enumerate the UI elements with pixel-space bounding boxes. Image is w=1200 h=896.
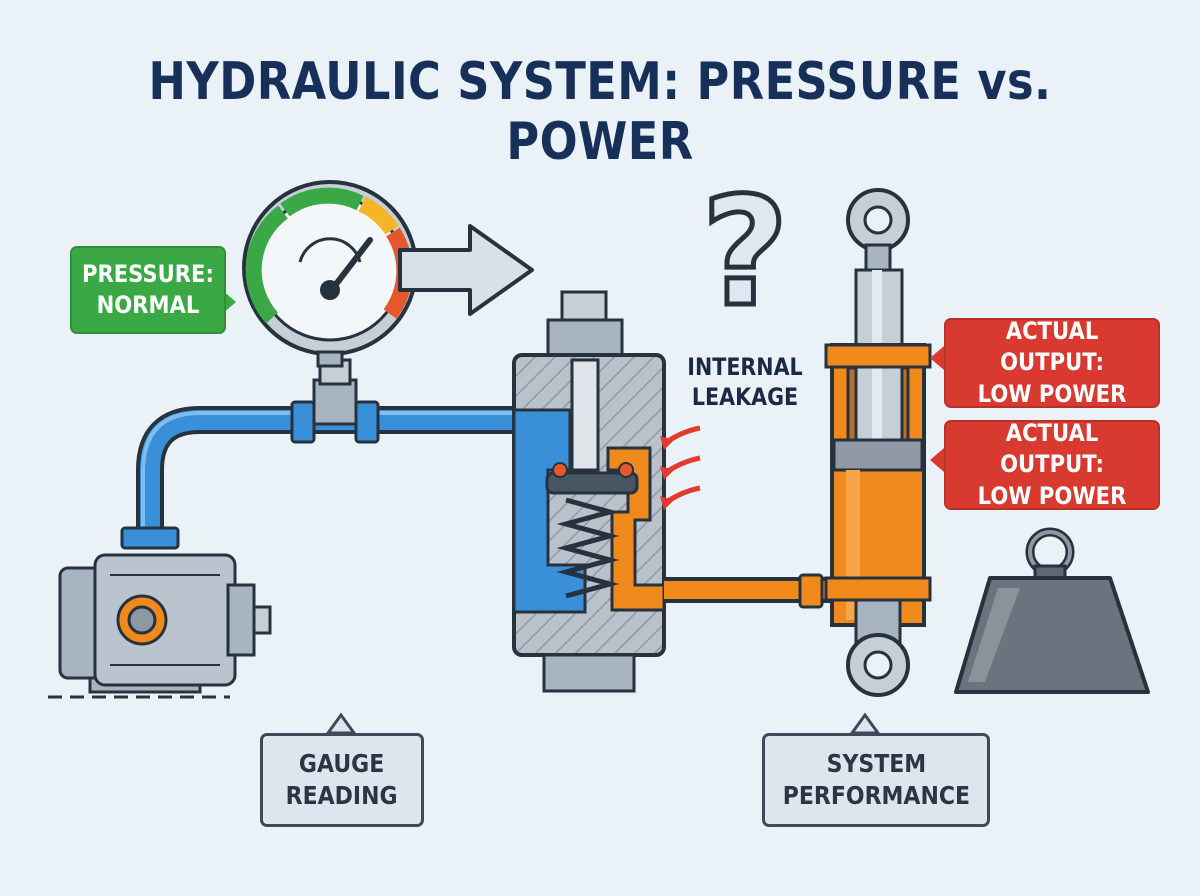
supply-pipe (120, 358, 540, 550)
system-caption-line2: PERFORMANCE (782, 781, 970, 810)
output2-line1: ACTUAL OUTPUT: (1000, 419, 1104, 479)
relief-valve-icon (512, 290, 666, 693)
page-title: HYDRAULIC SYSTEM: PRESSURE vs. POWER (148, 52, 1052, 172)
leakage-line1: INTERNAL (687, 353, 803, 381)
output1-line1: ACTUAL OUTPUT: (1000, 317, 1104, 377)
hydraulic-cylinder-icon (824, 188, 932, 697)
output2-line2: LOW POWER (977, 481, 1127, 510)
pressure-badge-line1: PRESSURE: (82, 259, 214, 288)
hydraulic-pump-icon (58, 553, 272, 694)
output-badge-2: ACTUAL OUTPUT: LOW POWER (944, 419, 1160, 510)
weight-icon (954, 527, 1150, 694)
output-badge-1: ACTUAL OUTPUT: LOW POWER (944, 317, 1160, 408)
gauge-caption-line2: READING (286, 781, 398, 810)
gauge-reading-caption: GAUGE READING (260, 733, 424, 827)
pressure-badge-line2: NORMAL (96, 291, 200, 319)
flow-arrow-icon (398, 224, 534, 316)
leak-arrows-icon (660, 425, 701, 510)
system-caption-line1: SYSTEM (826, 748, 926, 778)
question-mark-icon: ? (699, 166, 791, 340)
output1-line2: LOW POWER (977, 379, 1127, 408)
return-pipe (664, 573, 840, 609)
leakage-line2: LEAKAGE (691, 383, 799, 411)
internal-leakage-label: INTERNAL LEAKAGE (681, 352, 810, 412)
pressure-gauge-icon (242, 180, 418, 368)
pressure-normal-badge: PRESSURE: NORMAL (70, 246, 226, 334)
gauge-caption-line1: GAUGE (299, 748, 385, 778)
system-performance-caption: SYSTEM PERFORMANCE (762, 733, 990, 827)
